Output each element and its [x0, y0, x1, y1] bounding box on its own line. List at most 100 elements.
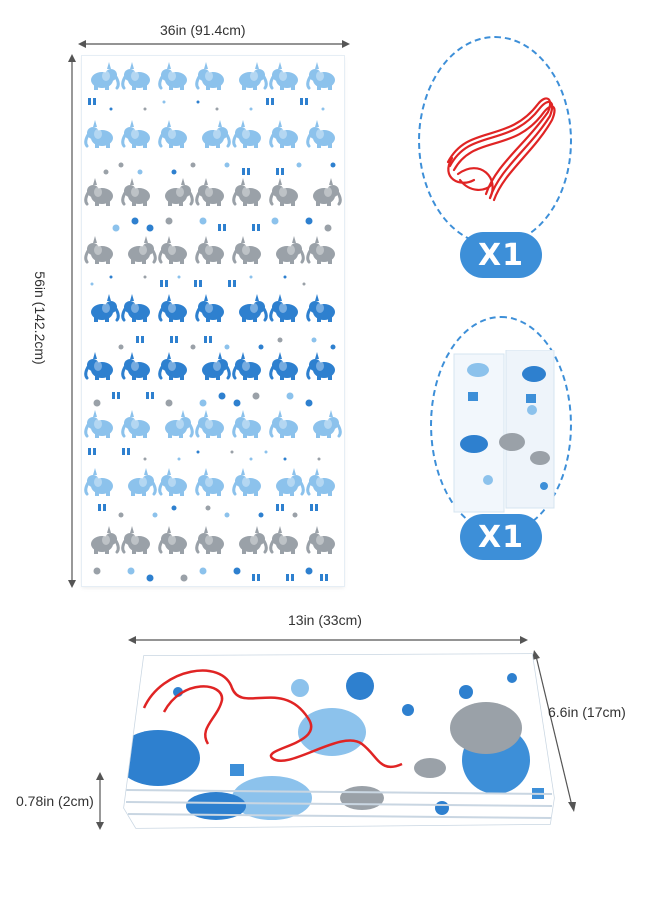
confetti-dot	[233, 567, 241, 575]
gift-icon	[122, 448, 130, 455]
confetti-dot	[171, 505, 177, 511]
elephant-icon	[232, 352, 261, 380]
elephant-icon	[232, 410, 261, 438]
confetti-dot	[283, 275, 287, 279]
package-thickness-arrow	[96, 772, 104, 830]
elephant-icon	[121, 120, 150, 148]
elephant-icon	[269, 526, 298, 554]
elephant-icon	[128, 468, 157, 496]
elephant-icon	[239, 526, 268, 554]
confetti-dot	[199, 217, 207, 225]
elephant-icon	[84, 120, 113, 148]
elephant-icon	[239, 62, 268, 90]
gift-icon	[300, 98, 308, 105]
confetti-dot	[146, 574, 154, 582]
gift-icon	[218, 224, 226, 231]
elephant-icon	[232, 236, 261, 264]
package-width-label: 13in (33cm)	[288, 612, 362, 628]
elephant-icon	[158, 62, 187, 90]
confetti-dot	[305, 399, 313, 407]
gift-icon	[276, 168, 284, 175]
elephant-tablecloth	[82, 56, 344, 586]
elephant-icon	[269, 120, 298, 148]
elephant-icon	[306, 236, 335, 264]
confetti-dot	[330, 344, 336, 350]
gift-icon	[320, 574, 328, 581]
elephant-icon	[269, 178, 298, 206]
confetti-dot	[286, 392, 294, 400]
gift-icon	[194, 280, 202, 287]
red-string-icon	[446, 97, 556, 202]
confetti-dot	[305, 217, 313, 225]
elephant-icon	[232, 468, 261, 496]
confetti-dot	[127, 567, 135, 575]
elephant-icon	[195, 526, 224, 554]
gift-icon	[252, 574, 260, 581]
elephant-icon	[195, 410, 224, 438]
elephant-icon	[306, 120, 335, 148]
elephant-icon	[91, 526, 120, 554]
elephant-icon	[121, 178, 150, 206]
gift-icon	[286, 574, 294, 581]
gift-icon	[310, 504, 318, 511]
confetti-dot	[165, 217, 173, 225]
confetti-dot	[118, 162, 124, 168]
elephant-icon	[195, 178, 224, 206]
elephant-icon	[158, 120, 187, 148]
confetti-dot	[112, 224, 120, 232]
gift-icon	[112, 392, 120, 399]
cloth-quantity-badge: X1	[460, 514, 542, 560]
confetti-dot	[93, 567, 101, 575]
confetti-dot	[162, 100, 166, 104]
confetti-dot	[165, 399, 173, 407]
confetti-dot	[324, 224, 332, 232]
confetti-dot	[249, 275, 253, 279]
elephant-icon	[269, 410, 298, 438]
tablecloth-width-label: 36in (91.4cm)	[160, 22, 246, 38]
confetti-dot	[252, 392, 260, 400]
elephant-icon	[121, 294, 150, 322]
elephant-icon	[84, 410, 113, 438]
gift-icon	[276, 504, 284, 511]
elephant-icon	[276, 236, 305, 264]
elephant-icon	[195, 468, 224, 496]
confetti-dot	[177, 275, 181, 279]
gift-icon	[266, 98, 274, 105]
tablecloth-height-label: 56in (142.2cm)	[32, 271, 48, 365]
confetti-dot	[190, 344, 196, 350]
gift-icon	[204, 336, 212, 343]
gift-icon	[252, 224, 260, 231]
elephant-icon	[306, 62, 335, 90]
confetti-dot	[109, 275, 113, 279]
elephant-icon	[84, 352, 113, 380]
elephant-icon	[232, 178, 261, 206]
gift-icon	[146, 392, 154, 399]
package-height-arrow	[532, 650, 576, 812]
gift-icon	[170, 336, 178, 343]
height-arrow	[68, 54, 76, 588]
packaged-tablecloth	[123, 653, 555, 829]
gift-icon	[242, 168, 250, 175]
elephant-icon	[158, 468, 187, 496]
confetti-dot	[146, 224, 154, 232]
elephant-icon	[232, 120, 261, 148]
elephant-icon	[195, 236, 224, 264]
elephant-icon	[91, 62, 120, 90]
confetti-dot	[93, 399, 101, 407]
confetti-dot	[224, 344, 230, 350]
elephant-icon	[84, 468, 113, 496]
elephant-icon	[306, 526, 335, 554]
confetti-dot	[199, 567, 207, 575]
confetti-dot	[264, 450, 268, 454]
confetti-dot	[218, 392, 226, 400]
confetti-dot	[152, 512, 158, 518]
gift-icon	[136, 336, 144, 343]
elephant-icon	[121, 410, 150, 438]
elephant-icon	[239, 294, 268, 322]
elephant-icon	[306, 468, 335, 496]
confetti-dot	[311, 337, 317, 343]
confetti-dot	[305, 567, 313, 575]
gift-icon	[160, 280, 168, 287]
confetti-dot	[296, 162, 302, 168]
elephant-icon	[121, 526, 150, 554]
